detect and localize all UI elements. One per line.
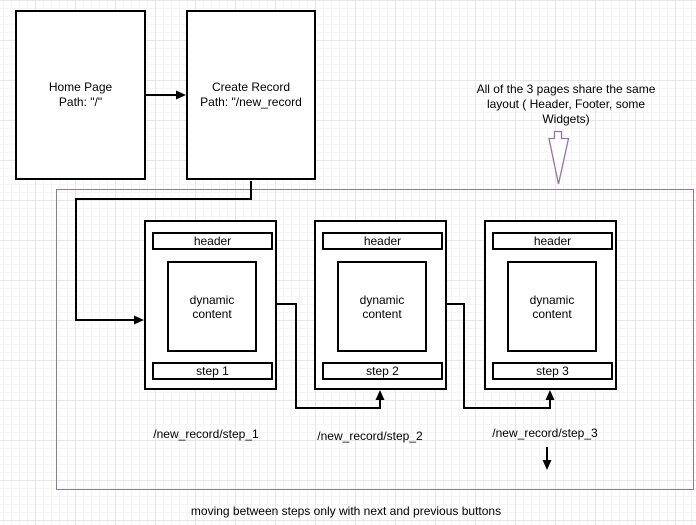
home-page-node[interactable]: Home Page Path: "/" [15, 10, 146, 180]
note-line: layout ( Header, Footer, some [486, 97, 646, 111]
create-record-node[interactable]: Create Record Path: "/new_record [186, 10, 316, 180]
page3-step-bar[interactable]: step 3 [492, 362, 613, 380]
page1-header-label: header [193, 234, 232, 248]
create-record-path: Path: "/new_record [200, 95, 302, 109]
page-wireframe-step-2[interactable]: header dynamic content step 2 [314, 220, 447, 390]
home-page-path: Path: "/" [58, 95, 103, 109]
home-page-title: Home Page [48, 80, 113, 94]
page2-header-bar[interactable]: header [322, 232, 443, 250]
page1-step-label: step 1 [196, 364, 229, 378]
page1-dynamic-content-box[interactable]: dynamic content [167, 261, 257, 352]
shared-layout-pointer-arrow-icon[interactable] [548, 130, 570, 185]
arrowhead-right-icon [176, 90, 186, 100]
navigation-note: moving between steps only with next and … [190, 504, 502, 518]
page3-dynamic-content-label: dynamic content [529, 292, 575, 321]
page2-step-bar[interactable]: step 2 [322, 362, 443, 380]
page-wireframe-step-1[interactable]: header dynamic content step 1 [144, 220, 277, 390]
page3-dynamic-content-box[interactable]: dynamic content [507, 261, 597, 352]
shared-layout-container[interactable] [56, 189, 694, 490]
shared-layout-note: All of the 3 pages share the same layout… [446, 82, 686, 127]
create-record-title: Create Record [211, 80, 291, 94]
page1-dynamic-content-label: dynamic content [189, 292, 235, 321]
page2-step-label: step 2 [366, 364, 399, 378]
page3-step-label: step 3 [536, 364, 569, 378]
note-line: Widgets) [542, 112, 590, 126]
page1-step-bar[interactable]: step 1 [152, 362, 273, 380]
page2-dynamic-content-label: dynamic content [359, 292, 405, 321]
path-label-step-1: /new_record/step_1 [153, 427, 259, 441]
page3-header-bar[interactable]: header [492, 232, 613, 250]
page2-header-label: header [363, 234, 402, 248]
page-wireframe-step-3[interactable]: header dynamic content step 3 [484, 220, 617, 390]
note-line: All of the 3 pages share the same [476, 82, 656, 96]
page2-dynamic-content-box[interactable]: dynamic content [337, 261, 427, 352]
page1-header-bar[interactable]: header [152, 232, 273, 250]
page3-header-label: header [533, 234, 572, 248]
path-label-step-2: /new_record/step_2 [317, 429, 423, 443]
path-label-step-3: /new_record/step_3 [492, 426, 598, 440]
